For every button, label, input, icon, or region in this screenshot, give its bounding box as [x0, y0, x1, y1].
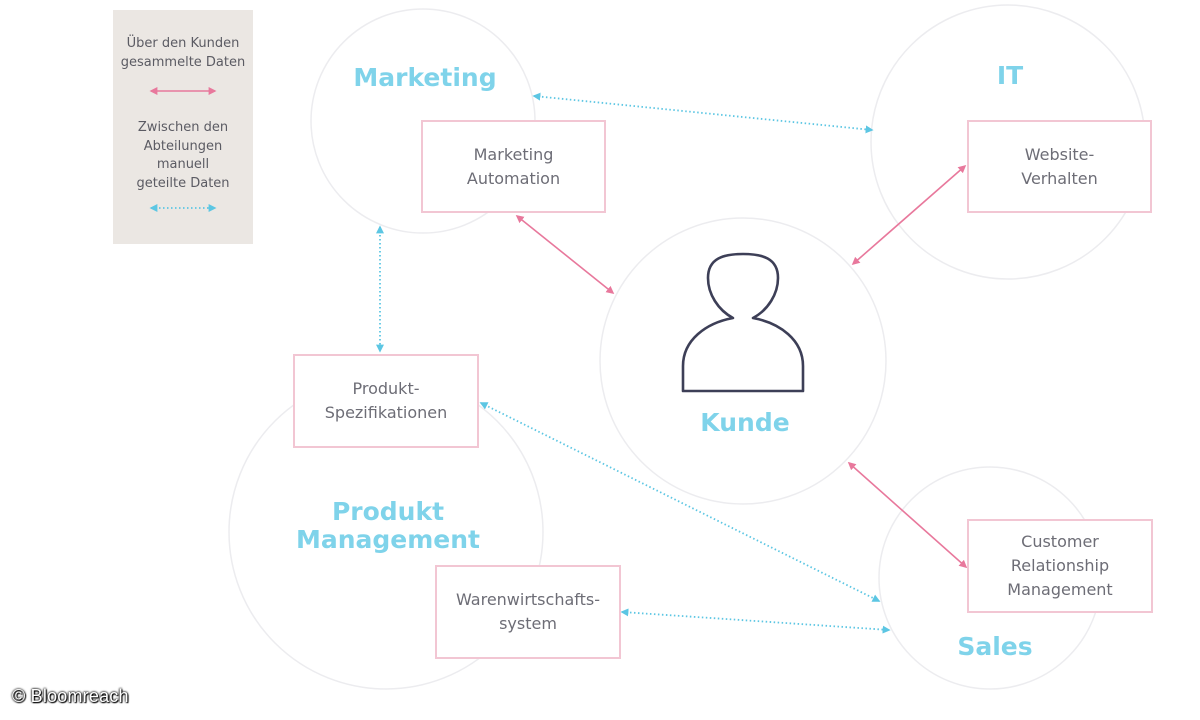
arrow-website-kunde [851, 164, 967, 266]
department-kunde: Kunde [700, 408, 790, 437]
department-it: IT [996, 61, 1024, 90]
kunde-circle [599, 217, 887, 505]
legend-collected-arrow-overlay [149, 87, 217, 95]
box-produkt-spezifikationen: Produkt- Spezifikationen [293, 354, 479, 448]
department-produkt-management: Produkt Management [295, 497, 481, 554]
legend-shared-arrow [149, 204, 217, 212]
image-credit: © Bloomreach [12, 686, 129, 706]
legend-collected-label: Über den Kunden gesammelte Daten [120, 36, 246, 70]
department-sales: Sales [957, 632, 1033, 661]
arrow-automation-kunde [515, 214, 615, 295]
legend: Über den Kunden gesammelte Daten Zwische… [113, 10, 253, 244]
box-marketing-automation: Marketing Automation [421, 120, 606, 213]
person-icon [681, 252, 805, 393]
box-crm: Customer Relationship Management [967, 519, 1153, 613]
arrow-marketing-it [532, 92, 874, 134]
legend-shared-label: Zwischen den Abteilungen manuell geteilt… [136, 120, 230, 191]
box-website-verhalten: Website- Verhalten [967, 120, 1152, 213]
arrow-kunde-crm [847, 461, 968, 569]
arrow-warenwirtschaft-sales [620, 608, 891, 634]
department-marketing: Marketing [353, 63, 497, 92]
box-warenwirtschaftssystem: Warenwirtschafts- system [435, 565, 621, 659]
